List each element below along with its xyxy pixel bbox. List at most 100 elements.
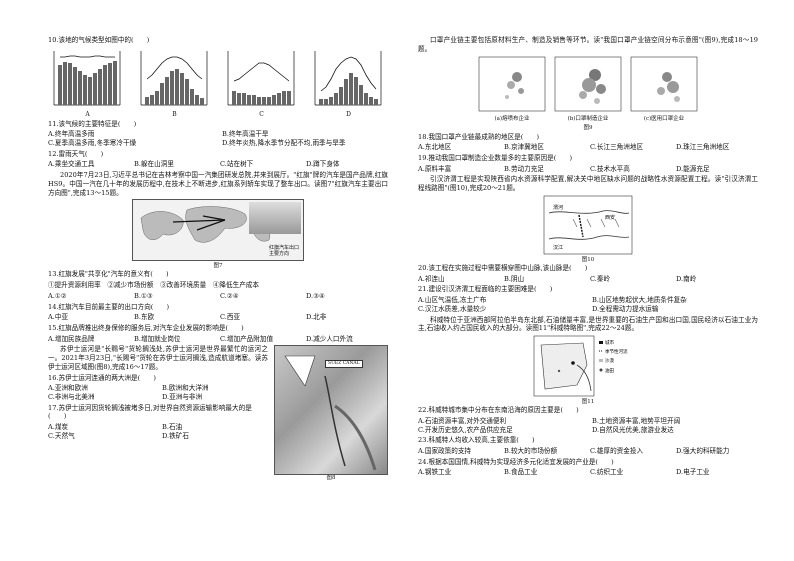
q17-option-a[interactable]: A.煤炭	[48, 423, 69, 432]
q15-option-c[interactable]: C.增加产品附加值	[220, 334, 274, 343]
question-17: 17.苏伊士运河因货轮搁浅被堵多日,对世界自然资源运输影响最大的是( )	[48, 403, 252, 421]
q19-option-a[interactable]: A.原料丰富	[418, 164, 452, 173]
question-15: 15.红旗品牌推出终身保修的服务后,对汽车企业发展的影响是( )	[48, 324, 244, 332]
q23-option-b[interactable]: B.较大的市场份额	[504, 447, 558, 456]
q18-option-d[interactable]: D.珠江三角洲地区	[676, 143, 730, 152]
figure-8-satellite: SUEZ CANAL	[274, 345, 388, 476]
climate-charts: A B	[48, 47, 388, 119]
q22-option-c[interactable]: C.开发历史悠久,农产品供应充足	[418, 425, 513, 434]
q24-option-b[interactable]: B.食品工业	[504, 468, 538, 477]
question-21: 21.建设引汉济渭工程面临的主要困难是( )	[418, 285, 553, 294]
question-13-statements: ①提升资源利用率 ②减少市场份额 ③改善环境质量 ④降低生产成本	[48, 281, 259, 290]
figure-9b: (b)口罩制造企业	[553, 55, 623, 123]
q21-option-c[interactable]: C.汉江水质差,水量较少	[418, 304, 487, 313]
passage-22-24: 科威特位于亚洲西部阿拉伯半岛东北部,石油储量丰富,是世界重要的石油生产国和出口国…	[418, 315, 758, 333]
question-17-options: A.煤炭 B.石油 C.天然气 D.铁矿石	[48, 423, 268, 440]
q19-option-c[interactable]: C.技术水平高	[590, 164, 630, 173]
q19-option-d[interactable]: D.能源充足	[676, 164, 710, 173]
question-18-options: A.东北地区 B.京津冀地区 C.长江三角洲地区 D.珠江三角洲地区	[418, 143, 758, 152]
q14-option-d[interactable]: D.北非	[306, 313, 327, 322]
suez-section: 苏伊士运河是"长赐号"货轮搁浅处,苏伊士运河是世界最繁忙的运河之一。2021年3…	[48, 345, 388, 482]
climate-chart-b: B	[135, 47, 214, 119]
q20-option-d[interactable]: D.南岭	[676, 274, 697, 283]
q22-option-d[interactable]: D.自然风光优美,旅游业发达	[592, 425, 674, 434]
q12-option-d[interactable]: D.蹲下身体	[306, 160, 340, 169]
question-22-options: A.石油资源丰富,对外交通便利 B.土地资源丰富,地势平坦开阔 C.开发历史悠久…	[418, 417, 758, 434]
q21-option-d[interactable]: D.全程需动力提水运输	[592, 304, 659, 313]
q16-option-d[interactable]: D.亚洲与非洲	[162, 392, 203, 401]
question-20-options: A.祁连山 B.阴山 C.秦岭 D.南岭	[418, 275, 758, 284]
q15-option-a[interactable]: A.增加民族品牌	[48, 334, 95, 343]
climate-chart-b-graph	[140, 50, 208, 106]
q14-option-b[interactable]: B.东欧	[134, 313, 155, 322]
q19-option-b[interactable]: B.劳动力充足	[504, 164, 544, 173]
climate-chart-b-label: B	[172, 110, 177, 118]
question-11-options: A.终年高温多雨 B.终年高温干旱 C.夏季高温多雨,冬季寒冷干燥 D.终年炎热…	[48, 130, 388, 147]
climate-chart-a-label: A	[85, 110, 90, 118]
question-20: 20.该工程在实施过程中需要横穿图中山脉,该山脉是( )	[418, 264, 588, 273]
q14-option-a[interactable]: A.中亚	[48, 313, 69, 322]
q24-option-d[interactable]: D.电子工业	[676, 468, 710, 477]
question-16: 16.苏伊士运河连通的两大洲是( )	[48, 373, 156, 382]
legend-desert: 沙漠	[605, 357, 614, 364]
q20-option-a[interactable]: A.祁连山	[418, 274, 445, 283]
q11-option-b[interactable]: B.终年高温干旱	[222, 130, 269, 139]
q20-option-c[interactable]: C.秦岭	[590, 274, 611, 283]
q15-option-b[interactable]: B.增加就业岗位	[134, 334, 181, 343]
suez-text: 苏伊士运河是"长赐号"货轮搁浅处,苏伊士运河是世界最繁忙的运河之一。2021年3…	[48, 345, 268, 482]
figure-10-caption: 图10	[581, 256, 595, 263]
q18-option-a[interactable]: A.东北地区	[418, 143, 452, 152]
question-14-options: A.中亚 B.东欧 C.西亚 D.北非	[48, 313, 388, 322]
figure-9c-caption: (c)医用口罩企业	[643, 116, 685, 123]
q24-option-a[interactable]: A.钢铁工业	[418, 468, 452, 477]
q11-option-d[interactable]: D.终年炎热,降水季节分配不均,雨季与旱季	[222, 139, 346, 148]
climate-chart-c-graph	[227, 50, 295, 106]
q23-option-d[interactable]: D.强大的科研能力	[676, 447, 730, 456]
q20-option-b[interactable]: B.阴山	[504, 274, 525, 283]
suez-map-icon	[284, 356, 377, 471]
question-18: 18.我国口罩产业链最成熟的地区是( )	[418, 132, 540, 141]
q23-option-a[interactable]: A.国家政策的支持	[418, 447, 472, 456]
q22-option-b[interactable]: B.土地资源丰富,地势平坦开阔	[592, 416, 681, 425]
q24-option-c[interactable]: C.纺织工业	[590, 468, 624, 477]
q22-option-a[interactable]: A.石油资源丰富,对外交通便利	[418, 416, 507, 425]
q13-option-d[interactable]: D.③④	[306, 291, 325, 300]
legend-oilfield: 油田	[605, 367, 614, 374]
q12-option-a[interactable]: A.乘坐交通工具	[48, 160, 95, 169]
figure-9a-caption: (a)熔喷布企业	[494, 116, 530, 123]
climate-chart-d-graph	[314, 50, 382, 106]
q13-option-a[interactable]: A.①②	[48, 291, 67, 300]
q17-option-b[interactable]: B.石油	[162, 423, 183, 432]
q13-option-b[interactable]: B.①③	[134, 291, 153, 300]
q11-option-a[interactable]: A.终年高温多雨	[48, 130, 95, 139]
q16-option-c[interactable]: C.非洲与北美洲	[48, 392, 95, 401]
figure-7-caption: 图7	[213, 263, 223, 270]
q12-option-c[interactable]: C.站在树下	[220, 160, 254, 169]
passage-16-17: 苏伊士运河是"长赐号"货轮搁浅处,苏伊士运河是世界最繁忙的运河之一。2021年3…	[48, 345, 268, 371]
q23-option-c[interactable]: C.雄厚的资金投入	[590, 447, 644, 456]
q11-option-c[interactable]: C.夏季高温多雨,冬季寒冷干燥	[48, 139, 137, 148]
figure-10-wrap: 渭河 汉江 西安	[418, 195, 758, 255]
q12-option-b[interactable]: B.躲在山洞里	[134, 160, 174, 169]
question-11: 11.该气候的主要特征是( )	[48, 119, 137, 128]
question-19-options: A.原料丰富 B.劳动力充足 C.技术水平高 D.能源充足	[418, 165, 758, 174]
q16-option-b[interactable]: B.欧洲和大洋洲	[162, 384, 209, 393]
legend-river: 季节性河流	[605, 348, 628, 355]
climate-chart-c-label: C	[259, 110, 264, 118]
figure-8-wrap: SUEZ CANAL 图8	[274, 345, 388, 482]
q16-option-a[interactable]: A.亚洲和欧洲	[48, 384, 88, 393]
q18-option-c[interactable]: C.长江三角洲地区	[590, 143, 644, 152]
q15-option-d[interactable]: D.减少人口外流	[306, 334, 353, 343]
q13-option-c[interactable]: C.②④	[220, 291, 239, 300]
question-23: 23.科威特人均收入较高,主要依靠( )	[418, 436, 535, 445]
q21-option-a[interactable]: A.山区气温低,冻土广布	[418, 296, 487, 305]
q17-option-d[interactable]: D.铁矿石	[162, 431, 189, 440]
figure-8-caption: 图8	[326, 475, 336, 482]
car-photo	[249, 202, 301, 235]
q18-option-b[interactable]: B.京津冀地区	[504, 143, 544, 152]
passage-20-21: 引汉济渭工程是实现陕西省内水资源科学配置,解决关中地区缺水问题的战略性水资源配置…	[418, 175, 758, 193]
climate-chart-c: C	[222, 47, 301, 119]
q17-option-c[interactable]: C.天然气	[48, 431, 75, 440]
q21-option-b[interactable]: B.山区地势起伏大,地质条件复杂	[592, 296, 687, 305]
q14-option-c[interactable]: C.西亚	[220, 313, 241, 322]
